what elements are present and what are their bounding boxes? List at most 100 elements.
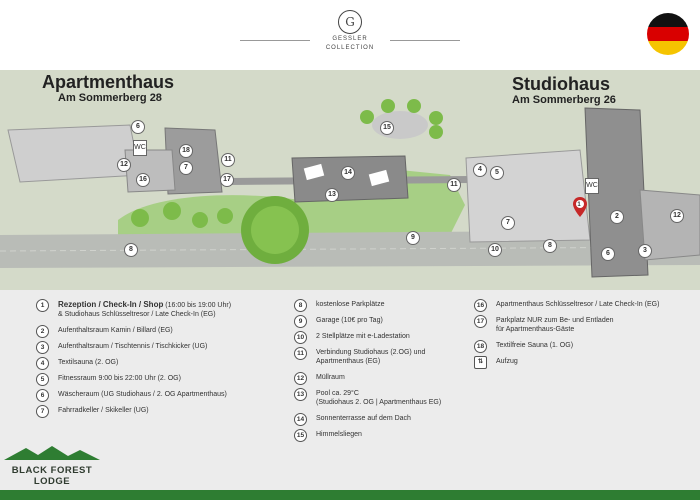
map-marker[interactable]: 11 xyxy=(447,178,461,192)
legend-item: 7 Fahrradkeller / Skikeller (UG) xyxy=(36,405,286,418)
legend-number: 16 xyxy=(474,299,487,312)
map-marker[interactable]: 14 xyxy=(341,166,355,180)
legend-item: 5 Fitnessraum 9:00 bis 22:00 Uhr (2. OG) xyxy=(36,373,286,386)
legend-number: 8 xyxy=(294,299,307,312)
legend-label: Müllraum xyxy=(316,374,345,381)
legend-sublabel: & Studiohaus Schlüsseltresor / Late Chec… xyxy=(58,311,216,318)
legend-number: 14 xyxy=(294,413,307,426)
studiohaus-title: Studiohaus Am Sommerberg 26 xyxy=(512,74,616,107)
map-marker[interactable]: 2 xyxy=(610,210,624,224)
restroom-icon: WC xyxy=(585,178,599,194)
legend-number: 10 xyxy=(294,331,307,344)
legend-item: 12 Müllraum xyxy=(294,372,469,385)
legend-label: Fahrradkeller / Skikeller (UG) xyxy=(58,407,149,414)
site-map: Apartmenthaus Am Sommerberg 28 Studiohau… xyxy=(0,70,700,290)
legend-number: 2 xyxy=(36,325,49,338)
legend-label: 2 Stellplätze mit e-Ladestation xyxy=(316,333,410,340)
legend-number: 6 xyxy=(36,389,49,402)
map-marker[interactable]: 16 xyxy=(136,173,150,187)
legend-label: Parkplatz NUR zum Be- und Entladen xyxy=(496,317,614,324)
legend-number: 15 xyxy=(294,429,307,442)
map-marker[interactable]: 7 xyxy=(501,216,515,230)
tree xyxy=(131,209,149,227)
apartmenthaus-wing xyxy=(7,124,141,183)
sunbed-1 xyxy=(303,163,325,181)
legend-item: 4 Textilsauna (2. OG) xyxy=(36,357,286,370)
legend-sublabel: (Studiohaus 2. OG | Apartmenthaus EG) xyxy=(316,399,442,406)
restroom-icon: WC xyxy=(133,140,147,156)
apartmenthaus-address: Am Sommerberg 28 xyxy=(58,92,162,104)
legend-label: Pool ca. 29°C xyxy=(316,390,359,397)
map-marker[interactable]: 12 xyxy=(117,158,131,172)
studiohaus-annex xyxy=(639,189,700,261)
legend-time: (16:00 bis 19:00 Uhr) xyxy=(163,302,232,309)
legend-number: 4 xyxy=(36,357,49,370)
legend-item: 15 Himmelsliegen xyxy=(294,429,469,442)
footer-band xyxy=(0,490,700,500)
legend-number: 17 xyxy=(474,315,487,328)
legend-item: 9 Garage (10€ pro Tag) xyxy=(294,315,469,328)
legend-item: 2 Aufenthaltsraum Kamin / Billard (EG) xyxy=(36,325,286,338)
brand-sub: COLLECTION xyxy=(325,45,375,51)
legend-item: 18 Textilfreie Sauna (1. OG) xyxy=(474,340,696,353)
map-marker[interactable]: 9 xyxy=(406,231,420,245)
legend-number: 1 xyxy=(36,299,49,312)
map-marker[interactable]: 8 xyxy=(124,243,138,257)
studiohaus-main xyxy=(584,107,649,278)
legend-number: 9 xyxy=(294,315,307,328)
header: G GESSLER COLLECTION xyxy=(0,0,700,70)
studiohaus-address: Am Sommerberg 26 xyxy=(512,94,616,106)
legend-label: Rezeption / Check-In / Shop xyxy=(58,300,164,309)
map-marker[interactable]: 5 xyxy=(490,166,504,180)
tree xyxy=(163,202,181,220)
map-marker[interactable]: 6 xyxy=(131,120,145,134)
map-marker[interactable]: 17 xyxy=(220,173,234,187)
legend-label: Aufzug xyxy=(496,358,518,365)
legend-label: Textilsauna (2. OG) xyxy=(58,359,119,366)
map-marker[interactable]: 3 xyxy=(638,244,652,258)
legend: 1 Rezeption / Check-In / Shop (16:00 bis… xyxy=(0,290,700,490)
legend-label: Wäscheraum (UG Studiohaus / 2. OG Apartm… xyxy=(58,391,227,398)
map-marker[interactable]: 11 xyxy=(221,153,235,167)
apartmenthaus-name: Apartmenthaus xyxy=(42,72,175,92)
legend-label: Sonnenterrasse auf dem Dach xyxy=(316,415,411,422)
legend-label: Aufenthaltsraum Kamin / Billard (EG) xyxy=(58,327,173,334)
reception-pin-icon[interactable] xyxy=(573,197,587,217)
brand-monogram: G xyxy=(338,10,362,34)
legend-label: Aufenthaltsraum / Tischtennis / Tischkic… xyxy=(58,343,208,350)
legend-item: 14 Sonnenterrasse auf dem Dach xyxy=(294,413,469,426)
legend-item: 10 2 Stellplätze mit e-Ladestation xyxy=(294,331,469,344)
legend-item: 8 kostenlose Parkplätze xyxy=(294,299,469,312)
legend-item: 13 Pool ca. 29°C (Studiohaus 2. OG | Apa… xyxy=(294,388,469,407)
map-marker[interactable]: 7 xyxy=(179,161,193,175)
map-marker[interactable]: 8 xyxy=(543,239,557,253)
map-marker[interactable]: 6 xyxy=(601,247,615,261)
brand-divider-left xyxy=(240,40,310,41)
road-line xyxy=(0,246,700,252)
tree xyxy=(360,110,374,124)
mountain-icon xyxy=(4,446,100,460)
apartmenthaus-title: Apartmenthaus Am Sommerberg 28 xyxy=(42,72,174,105)
legend-label: Apartmenthaus Schlüsseltresor / Late Che… xyxy=(496,301,660,308)
legend-sublabel: für Apartmenthaus-Gäste xyxy=(496,326,575,333)
map-marker[interactable]: 13 xyxy=(325,188,339,202)
legend-number: 13 xyxy=(294,388,307,401)
map-marker[interactable]: 12 xyxy=(670,209,684,223)
legend-label: Himmelsliegen xyxy=(316,431,362,438)
tree xyxy=(407,99,421,113)
elevator-icon: ⇅ xyxy=(474,356,487,369)
tree xyxy=(381,99,395,113)
tree xyxy=(429,111,443,125)
map-marker[interactable]: 15 xyxy=(380,121,394,135)
legend-label: Fitnessraum 9:00 bis 22:00 Uhr (2. OG) xyxy=(58,375,181,382)
legend-number: 5 xyxy=(36,373,49,386)
legend-item: 6 Wäscheraum (UG Studiohaus / 2. OG Apar… xyxy=(36,389,286,402)
map-marker[interactable]: 10 xyxy=(488,243,502,257)
map-marker[interactable]: 1 xyxy=(577,202,581,208)
legend-number: 7 xyxy=(36,405,49,418)
map-marker[interactable]: 4 xyxy=(473,163,487,177)
legend-item: 17 Parkplatz NUR zum Be- und Entladen fü… xyxy=(474,315,696,334)
map-marker[interactable]: 18 xyxy=(179,144,193,158)
legend-item: 16 Apartmenthaus Schlüsseltresor / Late … xyxy=(474,299,696,312)
germany-flag-icon[interactable] xyxy=(647,13,689,55)
